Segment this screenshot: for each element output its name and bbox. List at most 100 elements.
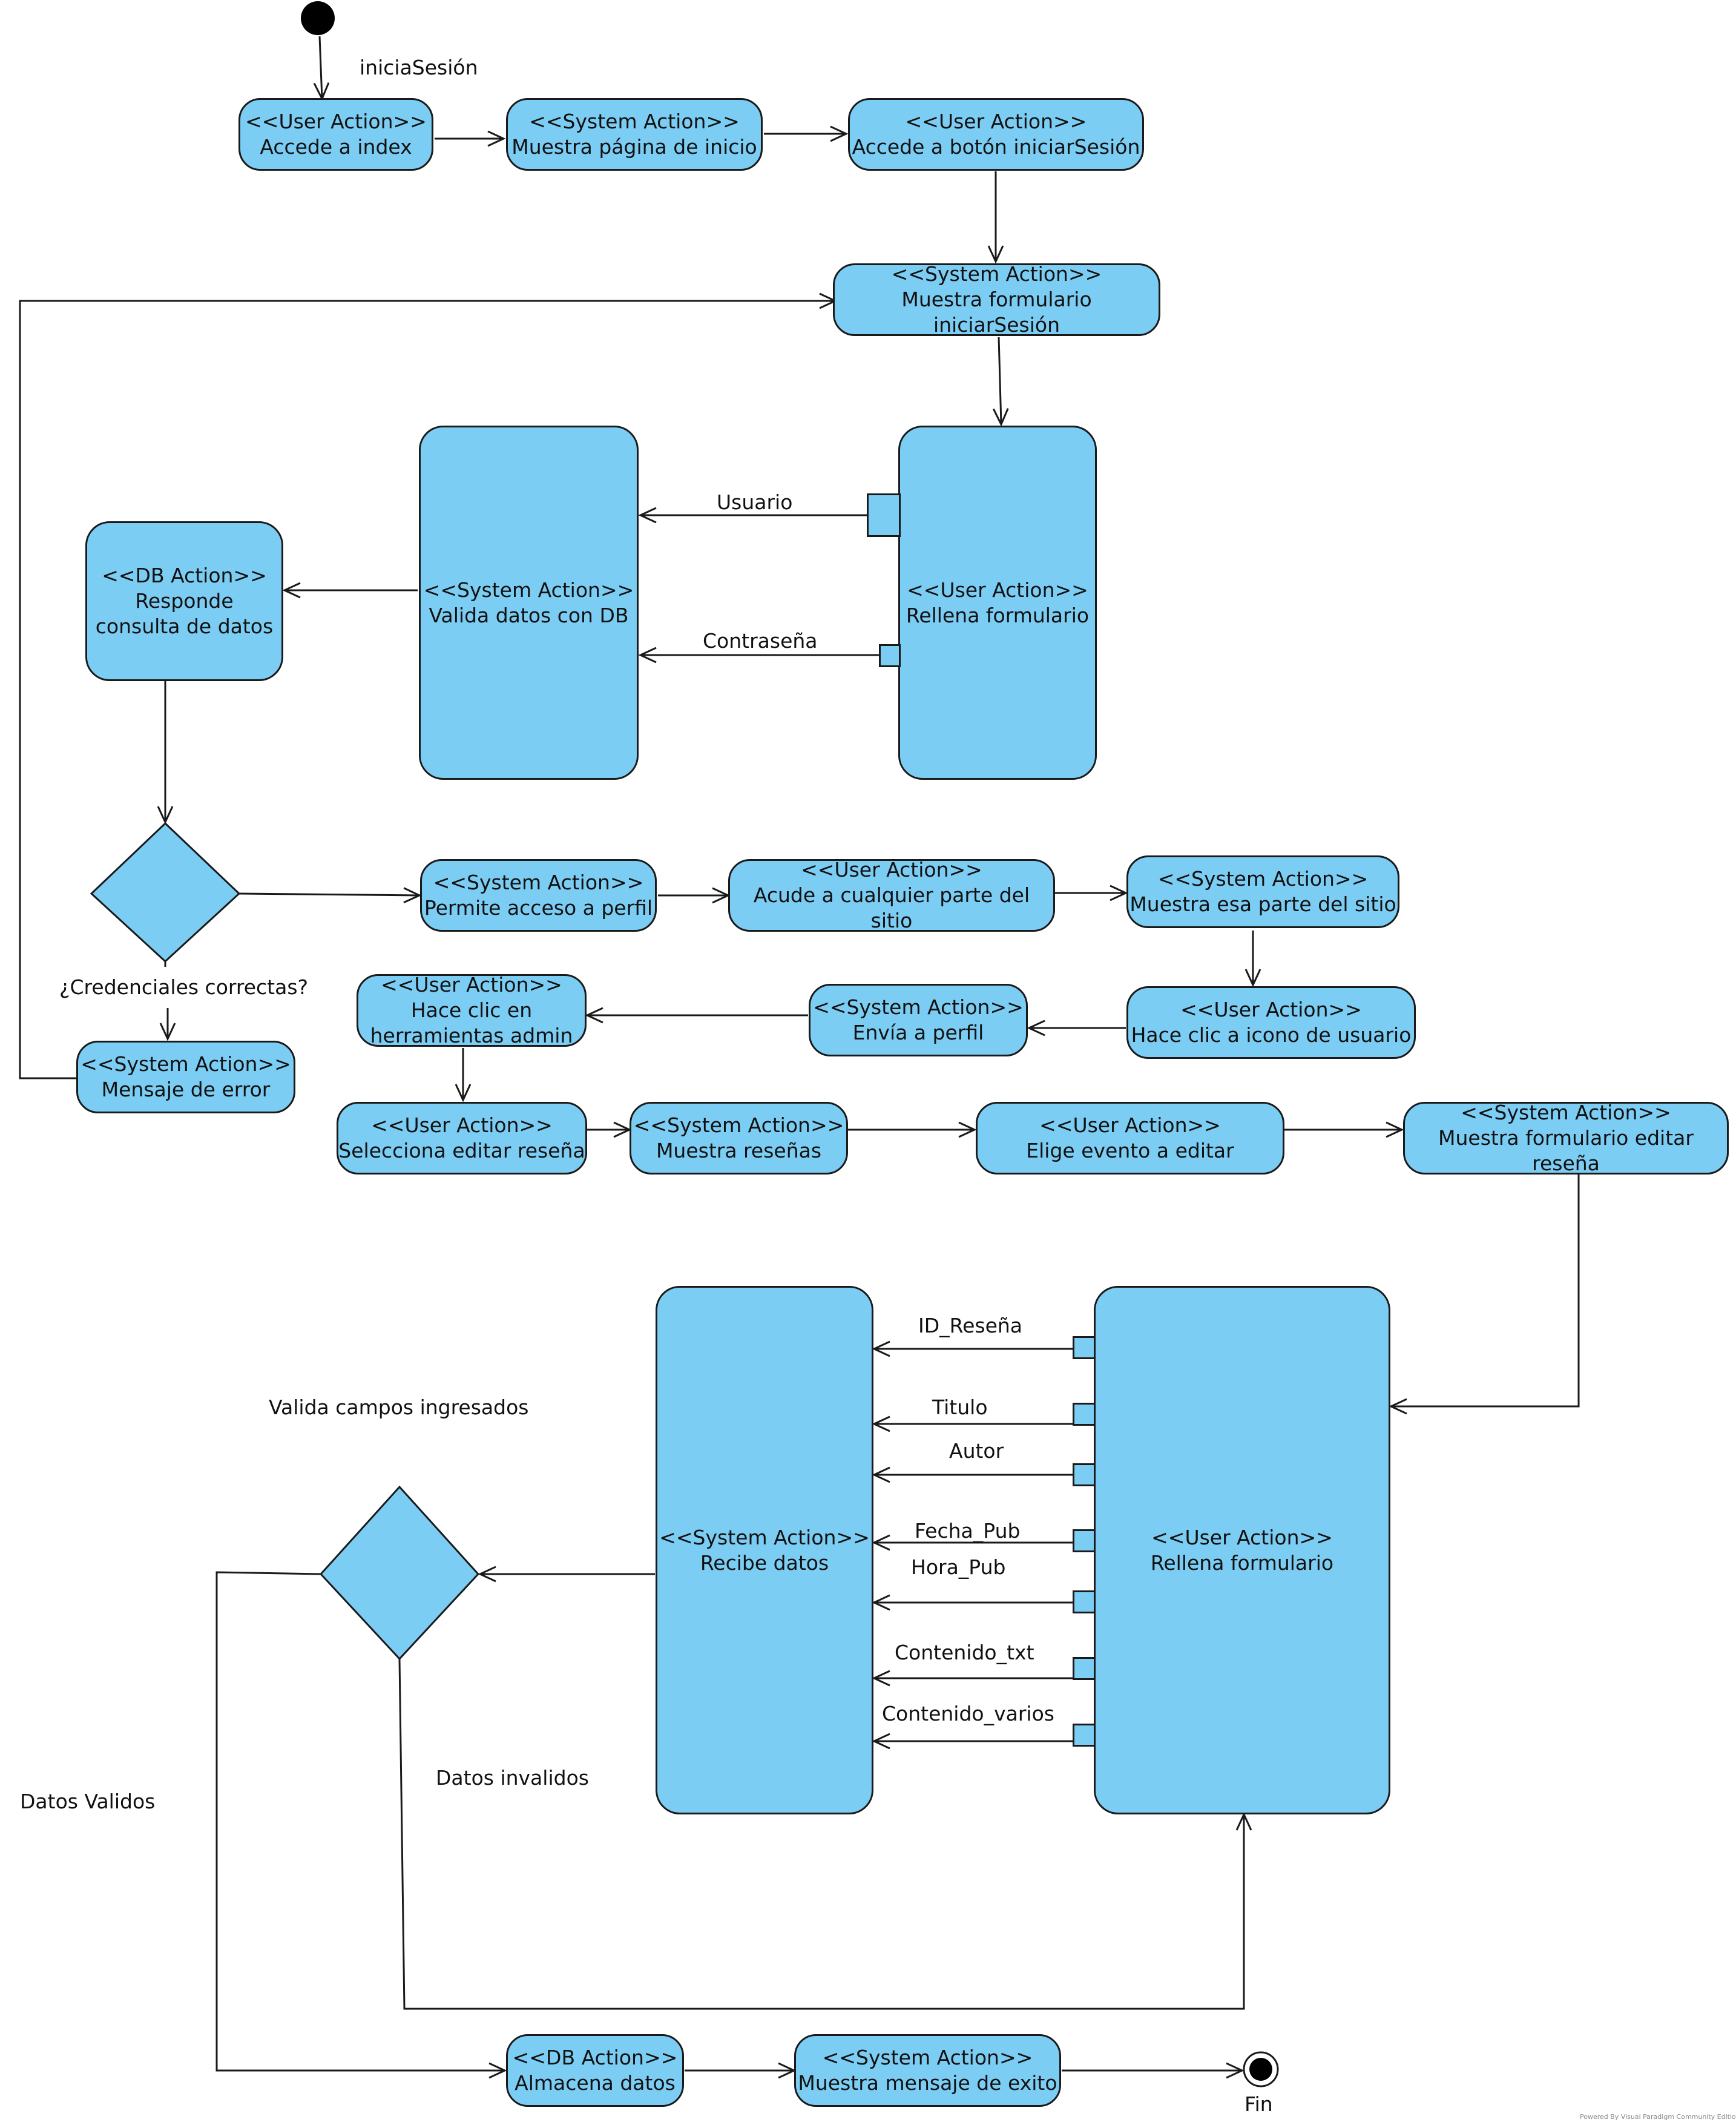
node-muestra-formulario-editar: <<System Action>> Muestra formulario edi…: [1403, 1102, 1729, 1175]
edge-formulario-rellena: [999, 337, 1001, 424]
node-stereotype: <<User Action>>: [801, 859, 982, 881]
node-clic-icono: <<User Action>> Hace clic a icono de usu…: [1126, 986, 1416, 1059]
node-label: Acude a cualquier parte del: [753, 883, 1030, 907]
decision-valida-campos: [319, 1485, 480, 1661]
node-label: Hace clic a icono de usuario: [1131, 1023, 1412, 1047]
node-label: Rellena formulario: [1150, 1550, 1334, 1575]
pin-fecha-pub: [1073, 1529, 1096, 1552]
decision-credenciales: [90, 822, 241, 963]
final-node: [1243, 2051, 1279, 2087]
node-stereotype: <<System Action>>: [891, 263, 1102, 286]
node-label: Valida datos con DB: [429, 603, 629, 627]
node-mensaje-exito: <<System Action>> Muestra mensaje de exi…: [794, 2034, 1061, 2107]
node-label: Muestra formulario editar: [1438, 1126, 1694, 1150]
node-acude-parte: <<User Action>> Acude a cualquier parte …: [728, 859, 1055, 932]
node-muestra-pagina-inicio: <<System Action>> Muestra página de inic…: [506, 98, 763, 171]
node-stereotype: <<User Action>>: [371, 1113, 553, 1137]
pin-id-resena: [1073, 1336, 1096, 1359]
node-label: Rellena formulario: [906, 603, 1090, 627]
initial-node: [301, 1, 335, 35]
node-stereotype: <<System Action>>: [1461, 1102, 1671, 1124]
label-inicia-sesion: iniciaSesión: [360, 56, 478, 79]
node-stereotype: <<System Action>>: [822, 2046, 1033, 2069]
node-stereotype: <<User Action>>: [1180, 998, 1362, 1021]
label-fin: Fin: [1244, 2092, 1273, 2116]
pin-contenido-txt: [1073, 1657, 1096, 1680]
pin-hora-pub: [1073, 1590, 1096, 1613]
label-usuario: Usuario: [717, 490, 793, 514]
node-label: Muestra página de inicio: [511, 135, 757, 159]
node-muestra-resenas: <<System Action>> Muestra reseñas: [630, 1102, 848, 1175]
node-stereotype: <<System Action>>: [633, 1113, 844, 1137]
node-label: Responde: [135, 589, 234, 613]
node-label-2: herramientas admin: [370, 1024, 573, 1047]
node-stereotype: <<User Action>>: [905, 110, 1087, 133]
node-stereotype: <<DB Action>>: [102, 564, 267, 587]
edge-invalidos-loop: [398, 1658, 1244, 2010]
node-stereotype: <<System Action>>: [659, 1525, 870, 1549]
node-label: Selecciona editar reseña: [338, 1139, 585, 1162]
watermark: Powered By Visual Paradigm Community Edi…: [1580, 2113, 1736, 2121]
label-pin-id: ID_Reseña: [918, 1314, 1023, 1337]
node-label: Almacena datos: [515, 2071, 676, 2095]
edge-start-accede: [320, 36, 322, 99]
edge-decision-permite: [238, 894, 419, 895]
node-label-2: reseña: [1532, 1151, 1600, 1175]
node-label: Accede a index: [260, 135, 412, 159]
label-pin-autor: Autor: [949, 1439, 1004, 1463]
node-label: Muestra formulario: [901, 288, 1092, 311]
node-elige-evento: <<User Action>> Elige evento a editar: [976, 1102, 1284, 1175]
node-herramientas-admin: <<User Action>> Hace clic en herramienta…: [357, 974, 587, 1047]
node-stereotype: <<System Action>>: [813, 995, 1024, 1019]
edge-error-loop: [19, 301, 835, 1079]
node-label: Muestra mensaje de exito: [798, 2071, 1057, 2095]
node-label: Permite acceso a perfil: [424, 896, 653, 920]
label-pin-contenido-txt: Contenido_txt: [895, 1641, 1034, 1664]
node-label: Mensaje de error: [101, 1078, 271, 1101]
node-rellena-formulario-1: <<User Action>> Rellena formulario: [898, 426, 1097, 780]
node-stereotype: <<DB Action>>: [512, 2046, 678, 2069]
node-selecciona-editar: <<User Action>> Selecciona editar reseña: [337, 1102, 587, 1175]
label-pin-contenido-varios: Contenido_varios: [882, 1702, 1054, 1725]
label-pin-titulo: Titulo: [932, 1395, 988, 1419]
node-recibe-datos: <<System Action>> Recibe datos: [656, 1286, 873, 1814]
node-stereotype: <<System Action>>: [81, 1052, 291, 1076]
label-datos-invalidos: Datos invalidos: [436, 1766, 589, 1790]
pin-usuario: [867, 493, 901, 537]
label-contrasena: Contraseña: [703, 629, 818, 653]
node-label: Muestra reseñas: [656, 1139, 822, 1162]
node-stereotype: <<User Action>>: [245, 110, 427, 133]
node-label-2: consulta de datos: [95, 614, 274, 638]
node-accede-index: <<User Action>> Accede a index: [238, 98, 433, 171]
node-label-2: iniciarSesión: [933, 313, 1060, 336]
node-label: Hace clic en: [410, 998, 533, 1022]
pin-contenido-varios: [1073, 1724, 1096, 1747]
node-rellena-formulario-2: <<User Action>> Rellena formulario: [1094, 1286, 1390, 1814]
node-permite-acceso: <<System Action>> Permite acceso a perfi…: [420, 859, 657, 932]
node-stereotype: <<User Action>>: [381, 974, 562, 997]
node-stereotype: <<System Action>>: [423, 578, 634, 602]
node-label: Elige evento a editar: [1026, 1139, 1234, 1162]
label-pin-fecha: Fecha_Pub: [915, 1519, 1021, 1543]
node-responde-consulta: <<DB Action>> Responde consulta de datos: [85, 521, 283, 681]
edge-validos-almacena: [215, 1571, 505, 2071]
node-stereotype: <<System Action>>: [433, 871, 644, 894]
node-stereotype: <<System Action>>: [529, 110, 740, 133]
pin-contrasena: [879, 644, 901, 667]
node-label: Muestra esa parte del sitio: [1129, 892, 1396, 916]
node-stereotype: <<User Action>>: [1039, 1113, 1221, 1137]
node-almacena-datos: <<DB Action>> Almacena datos: [506, 2034, 684, 2107]
node-valida-datos: <<System Action>> Valida datos con DB: [419, 426, 639, 780]
node-mensaje-error: <<System Action>> Mensaje de error: [76, 1041, 295, 1113]
node-muestra-parte: <<System Action>> Muestra esa parte del …: [1126, 855, 1399, 928]
node-label: Accede a botón iniciarSesión: [852, 135, 1140, 159]
node-label: Envía a perfil: [852, 1021, 984, 1044]
pin-titulo: [1073, 1403, 1096, 1426]
node-stereotype: <<User Action>>: [907, 578, 1088, 602]
node-stereotype: <<System Action>>: [1157, 867, 1369, 891]
label-pin-hora: Hora_Pub: [911, 1555, 1006, 1579]
label-valida-campos: Valida campos ingresados: [269, 1395, 529, 1419]
node-accede-boton: <<User Action>> Accede a botón iniciarSe…: [848, 98, 1144, 171]
pin-autor: [1073, 1463, 1096, 1486]
